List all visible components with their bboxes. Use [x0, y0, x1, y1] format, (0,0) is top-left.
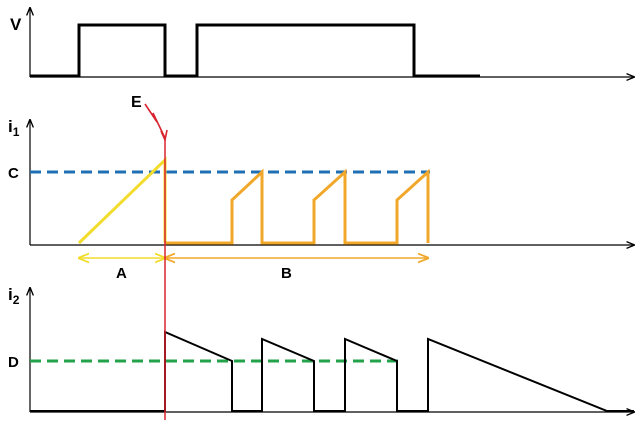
event-e-lightning-icon [144, 103, 166, 139]
level-c-label: C [8, 165, 19, 182]
v-axis-label: V [10, 15, 22, 34]
i2-axis-label: i2 [8, 285, 20, 307]
span-a-label: A [116, 265, 127, 282]
pulses-b-trace [165, 168, 430, 245]
level-d-label: D [8, 354, 19, 371]
i1-axis-label: i1 [8, 117, 20, 139]
event-e-label: E [131, 94, 142, 111]
span-b-label: B [281, 265, 292, 282]
event-e-arrowhead [160, 129, 168, 143]
i2-trace [30, 330, 634, 412]
voltage-trace [30, 23, 480, 78]
